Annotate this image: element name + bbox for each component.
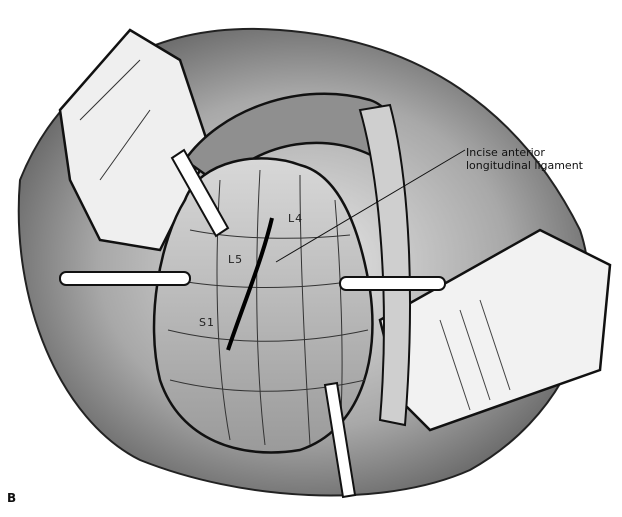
level-label-l5: L5 (228, 253, 244, 266)
callout-line-1: Incise anterior (466, 146, 545, 159)
callout-line-2: longitudinal ligament (466, 159, 583, 172)
lumbosacral-spine (152, 157, 374, 454)
ligament-incision (226, 217, 274, 351)
callout-leader (275, 149, 466, 263)
ligament-fibers (167, 169, 369, 446)
panel-letter: B (7, 491, 17, 505)
level-label-l4: L4 (288, 212, 304, 225)
level-label-s1: S1 (199, 316, 215, 329)
retractors (59, 148, 446, 499)
callout-label: Incise anterior longitudinal ligament (466, 146, 583, 172)
